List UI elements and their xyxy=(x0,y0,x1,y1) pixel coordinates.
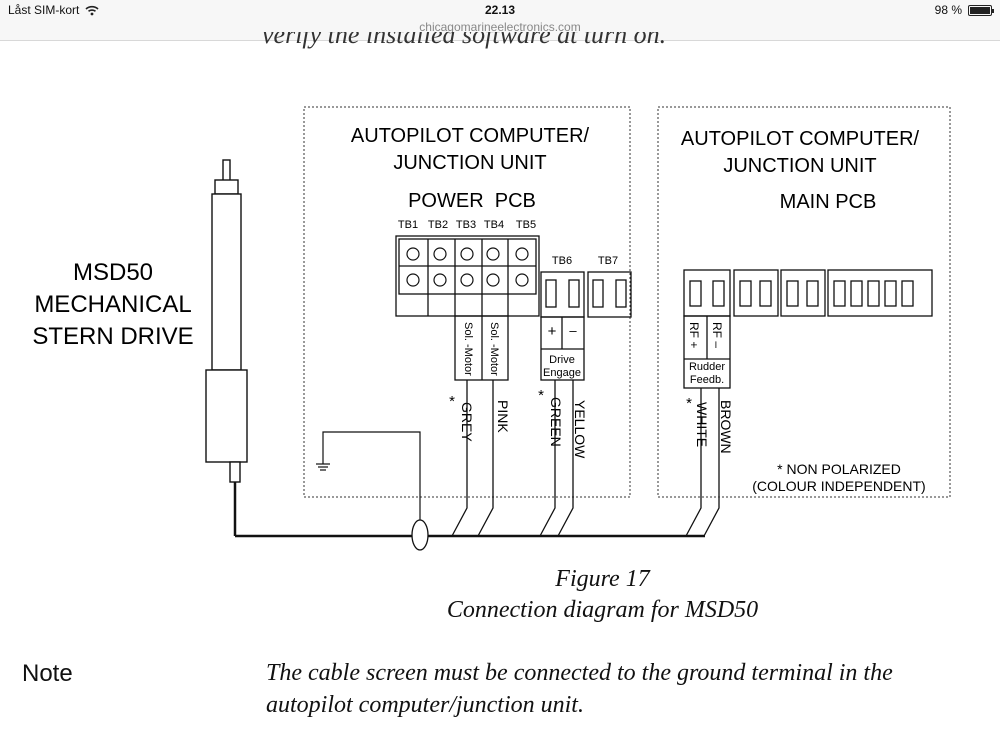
wire-label-green: GREEN xyxy=(548,397,564,447)
ground-symbol xyxy=(316,431,421,533)
left-unit-title-1: AUTOPILOT COMPUTER/ xyxy=(351,125,590,147)
tb4-label: TB4 xyxy=(484,219,504,231)
tb7-label: TB7 xyxy=(598,255,618,267)
tb6-minus: – xyxy=(569,323,577,338)
right-unit-box xyxy=(657,106,951,498)
power-pcb-label: POWER PCB xyxy=(408,190,536,212)
left-unit-title-2: JUNCTION UNIT xyxy=(393,152,546,174)
url-label[interactable]: chicagomarineelectronics.com xyxy=(419,20,581,34)
left-unit-box xyxy=(303,106,631,498)
note-label: Note xyxy=(22,660,73,687)
power-terminal-block xyxy=(395,235,540,381)
right-unit-title-1: AUTOPILOT COMPUTER/ xyxy=(681,128,920,150)
wires xyxy=(451,380,720,537)
battery-percent: 98 % xyxy=(934,3,962,17)
wire-label-brown: BROWN xyxy=(718,400,734,454)
cable-screen-ellipse xyxy=(411,519,429,551)
rf-minus-label: RF – xyxy=(710,322,724,348)
wifi-icon xyxy=(85,5,99,15)
tb1-label: TB1 xyxy=(398,219,418,231)
sol-motor-label-1: Sol. -Motor xyxy=(462,322,474,376)
drive-engage-label-1: Drive xyxy=(549,354,575,366)
battery-icon xyxy=(968,4,994,16)
tb2-label: TB2 xyxy=(428,219,448,231)
battery-area: 98 % xyxy=(934,3,994,17)
figure-number: Figure 17 xyxy=(555,566,650,592)
rudder-feedb-label-1: Rudder xyxy=(689,361,725,373)
tb5-label: TB5 xyxy=(516,219,536,231)
stern-drive-actuator xyxy=(205,159,705,538)
drive-label-line3: STERN DRIVE xyxy=(32,323,193,350)
tb3-label: TB3 xyxy=(456,219,476,231)
carrier-label: Låst SIM-kort xyxy=(8,3,80,17)
asterisk-white: * xyxy=(686,395,692,412)
right-unit-title-2: JUNCTION UNIT xyxy=(723,155,876,177)
drive-label-line2: MECHANICAL xyxy=(34,291,191,318)
status-bar: Låst SIM-kort 22.13 chicagomarineelectro… xyxy=(0,0,1000,41)
non-polarized-note-1: * NON POLARIZED xyxy=(777,461,901,477)
clock: 22.13 xyxy=(484,3,516,17)
tb6-tb7-terminals xyxy=(540,271,632,381)
asterisk-green: * xyxy=(538,387,544,404)
main-pcb-connectors xyxy=(683,269,933,389)
wire-label-white: WHITE xyxy=(694,402,710,447)
wire-label-yellow: YELLOW xyxy=(572,400,588,459)
main-pcb-label: MAIN PCB xyxy=(780,191,877,213)
rudder-feedb-label-2: Feedb. xyxy=(690,374,724,386)
figure-caption: Connection diagram for MSD50 xyxy=(446,597,759,623)
cutoff-body-text: verify the installed software at turn on… xyxy=(262,20,667,49)
sol-motor-label-2: Sol. -Motor xyxy=(488,322,500,376)
tb6-plus: + xyxy=(548,323,557,340)
rf-plus-label: RF + xyxy=(687,322,701,348)
drive-label-line1: MSD50 xyxy=(73,259,153,286)
non-polarized-note-2: (COLOUR INDEPENDENT) xyxy=(752,478,925,494)
carrier-area: Låst SIM-kort xyxy=(8,3,99,17)
note-text: The cable screen must be connected to th… xyxy=(266,660,893,718)
connection-diagram: MSD50 MECHANICAL STERN DRIVE AUTOPILOT C… xyxy=(32,106,951,551)
asterisk-grey: * xyxy=(449,393,455,410)
tb6-label: TB6 xyxy=(552,255,572,267)
wire-label-pink: PINK xyxy=(495,400,511,433)
drive-engage-label-2: Engage xyxy=(543,367,581,379)
